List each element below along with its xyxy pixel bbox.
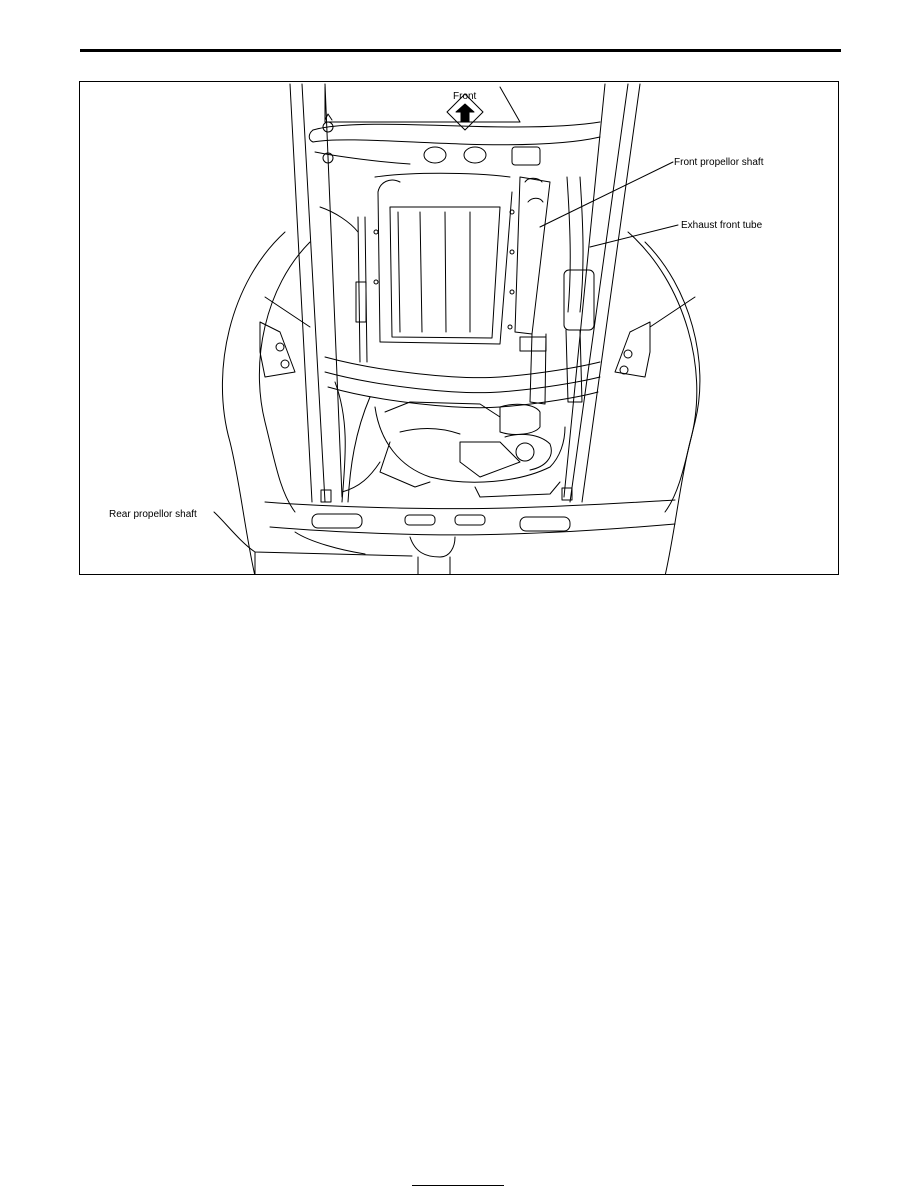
exhaust-front-tube-label: Exhaust front tube <box>681 220 763 231</box>
front-label: Front <box>453 91 477 102</box>
left-bracket <box>259 321 296 378</box>
right-bracket <box>614 321 651 378</box>
middle-crossmember <box>324 356 601 409</box>
underbody-figure: Front Front propellor shaft Exhaust fron… <box>79 81 839 575</box>
front-propellor-shaft <box>514 176 551 405</box>
footer-rule <box>412 1185 504 1186</box>
rear-propellor-shaft <box>409 536 456 574</box>
rear-propellor-shaft-label: Rear propellor shaft <box>109 509 197 520</box>
left-lines <box>319 206 368 363</box>
rear-crossmember <box>264 499 676 555</box>
front-arrow-marker <box>446 93 484 131</box>
frame-rails <box>289 83 641 503</box>
left-lower-lines <box>334 381 381 503</box>
front-propellor-shaft-label: Front propellor shaft <box>674 157 764 168</box>
top-crossmember <box>308 86 601 166</box>
underbody-drawing <box>213 83 701 574</box>
rail-ends <box>320 487 573 503</box>
header-rule <box>80 49 841 52</box>
body-outline <box>221 231 701 574</box>
exhaust-front-tube <box>563 176 595 403</box>
oil-pan <box>373 172 515 345</box>
transfer-case <box>374 401 566 498</box>
callout-leaders <box>213 161 679 557</box>
